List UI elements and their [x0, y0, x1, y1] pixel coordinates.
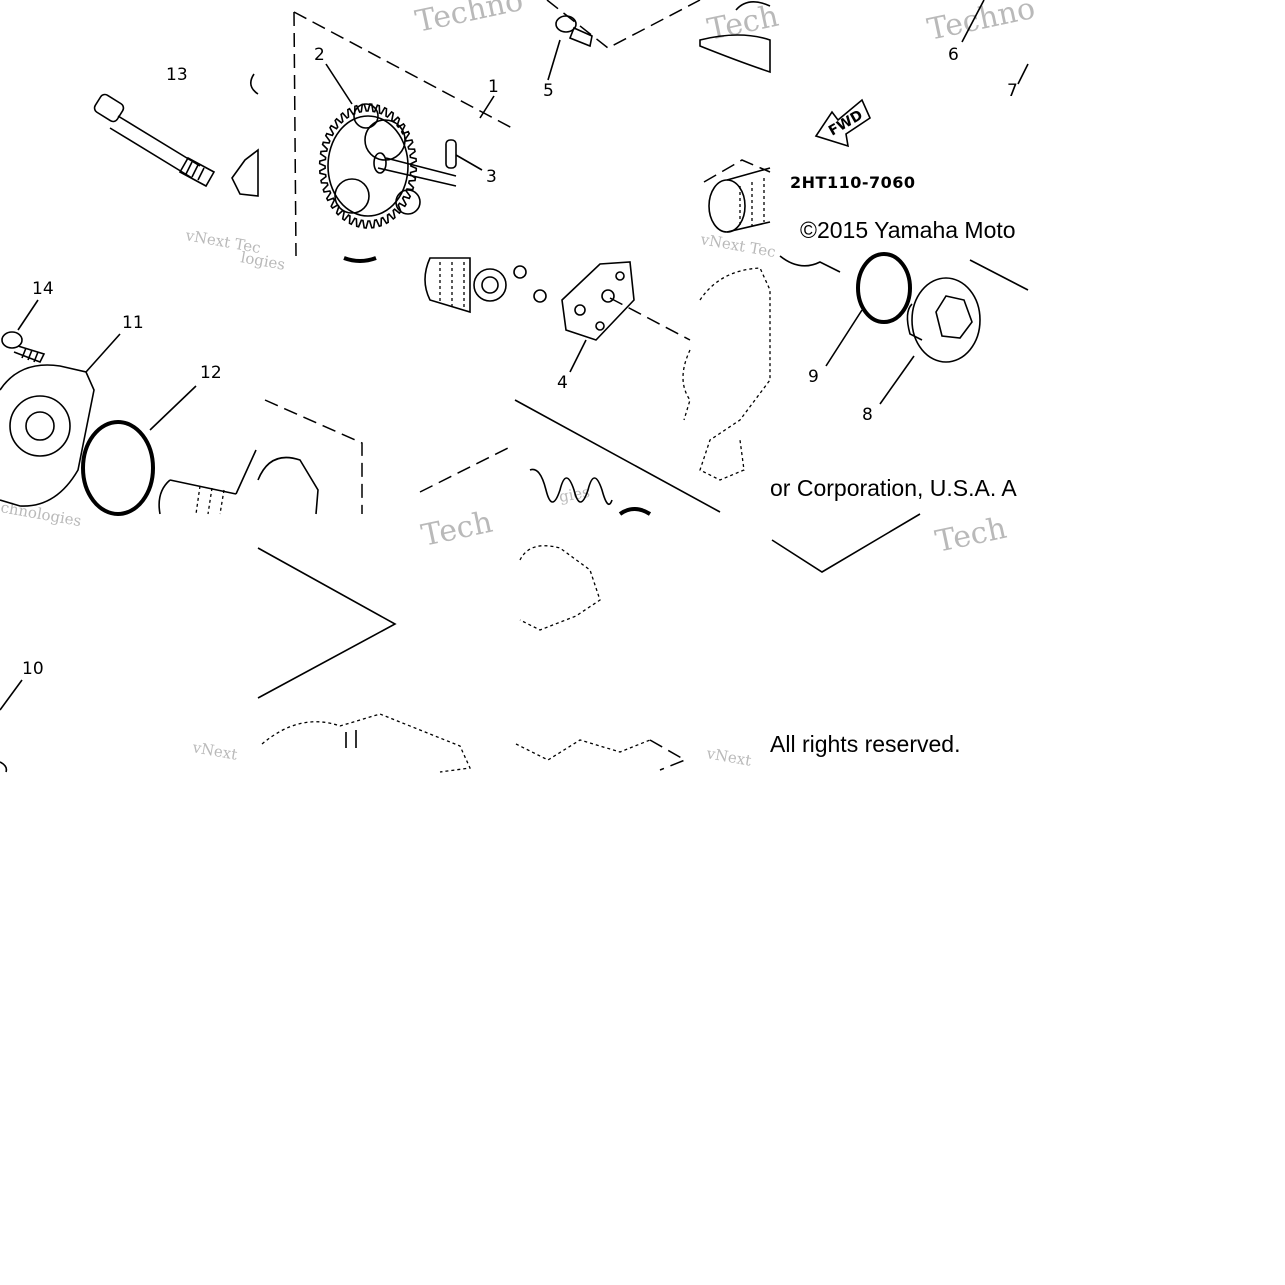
bolt-13-icon	[93, 93, 216, 188]
drain-plug-8-icon	[879, 277, 981, 405]
spring-icon	[529, 468, 652, 516]
oil-strainer-icon	[708, 167, 771, 233]
watermark: logies	[239, 248, 286, 274]
oil-filter-11-element-icon	[158, 449, 319, 515]
crankcase-gasket	[699, 267, 771, 481]
watermark: Tech	[932, 511, 1009, 560]
callout-14: 14	[32, 279, 54, 299]
gear-teeth	[318, 103, 418, 229]
watermark: Tech	[418, 505, 495, 554]
callout-1: 1	[488, 77, 499, 97]
watermark: Techno	[924, 0, 1038, 48]
callout-10: 10	[22, 659, 44, 679]
callout-8: 8	[862, 405, 873, 425]
callout-3: 3	[486, 167, 497, 187]
callout-11: 11	[122, 313, 144, 333]
watermark: vNext Tec	[698, 230, 777, 261]
copyright-line-3: All rights reserved.	[770, 731, 960, 757]
watermark: vNext	[704, 744, 752, 770]
o-ring-9-icon	[856, 252, 912, 324]
oil-filter-element-icon	[424, 257, 547, 314]
callout-layer: 1 2 3 4 5 6 7 8 9 10 11 12 13 14	[22, 45, 1018, 679]
assembly-outlines	[257, 0, 1029, 771]
copyright-line-2: or Corporation, U.S.A. A	[770, 475, 1017, 501]
bearing-cap	[699, 34, 771, 74]
watermark: vNext	[190, 738, 238, 764]
watermark: Techno	[412, 0, 526, 40]
gear-hub	[327, 115, 409, 217]
pin-3-icon	[445, 139, 457, 169]
callout-9: 9	[808, 367, 819, 387]
callout-12: 12	[200, 363, 222, 383]
callout-2: 2	[314, 45, 325, 65]
gear-2-icon	[318, 103, 457, 229]
leader-10	[0, 679, 23, 711]
o-ring-12-icon	[81, 420, 155, 516]
watermark-layer: Techno Techno Tech Tech Tech vNext Tec v…	[0, 0, 1038, 770]
part-code: 2HT110-7060	[790, 173, 916, 192]
screw-5-icon	[547, 15, 593, 81]
bolt-14-icon	[1, 299, 46, 364]
copyright-line-1: ©2015 Yamaha Moto	[800, 217, 1016, 243]
callout-4: 4	[557, 373, 568, 393]
lower-case	[261, 713, 471, 773]
callout-5: 5	[543, 81, 554, 101]
pump-body-edge	[231, 148, 259, 197]
callout-6: 6	[948, 45, 959, 65]
forward-arrow-icon: FWD	[814, 98, 872, 148]
pump-cover-11-icon	[0, 333, 121, 507]
callout-13: 13	[166, 65, 188, 85]
plate-4-icon	[561, 261, 635, 373]
callout-7: 7	[1007, 81, 1018, 101]
